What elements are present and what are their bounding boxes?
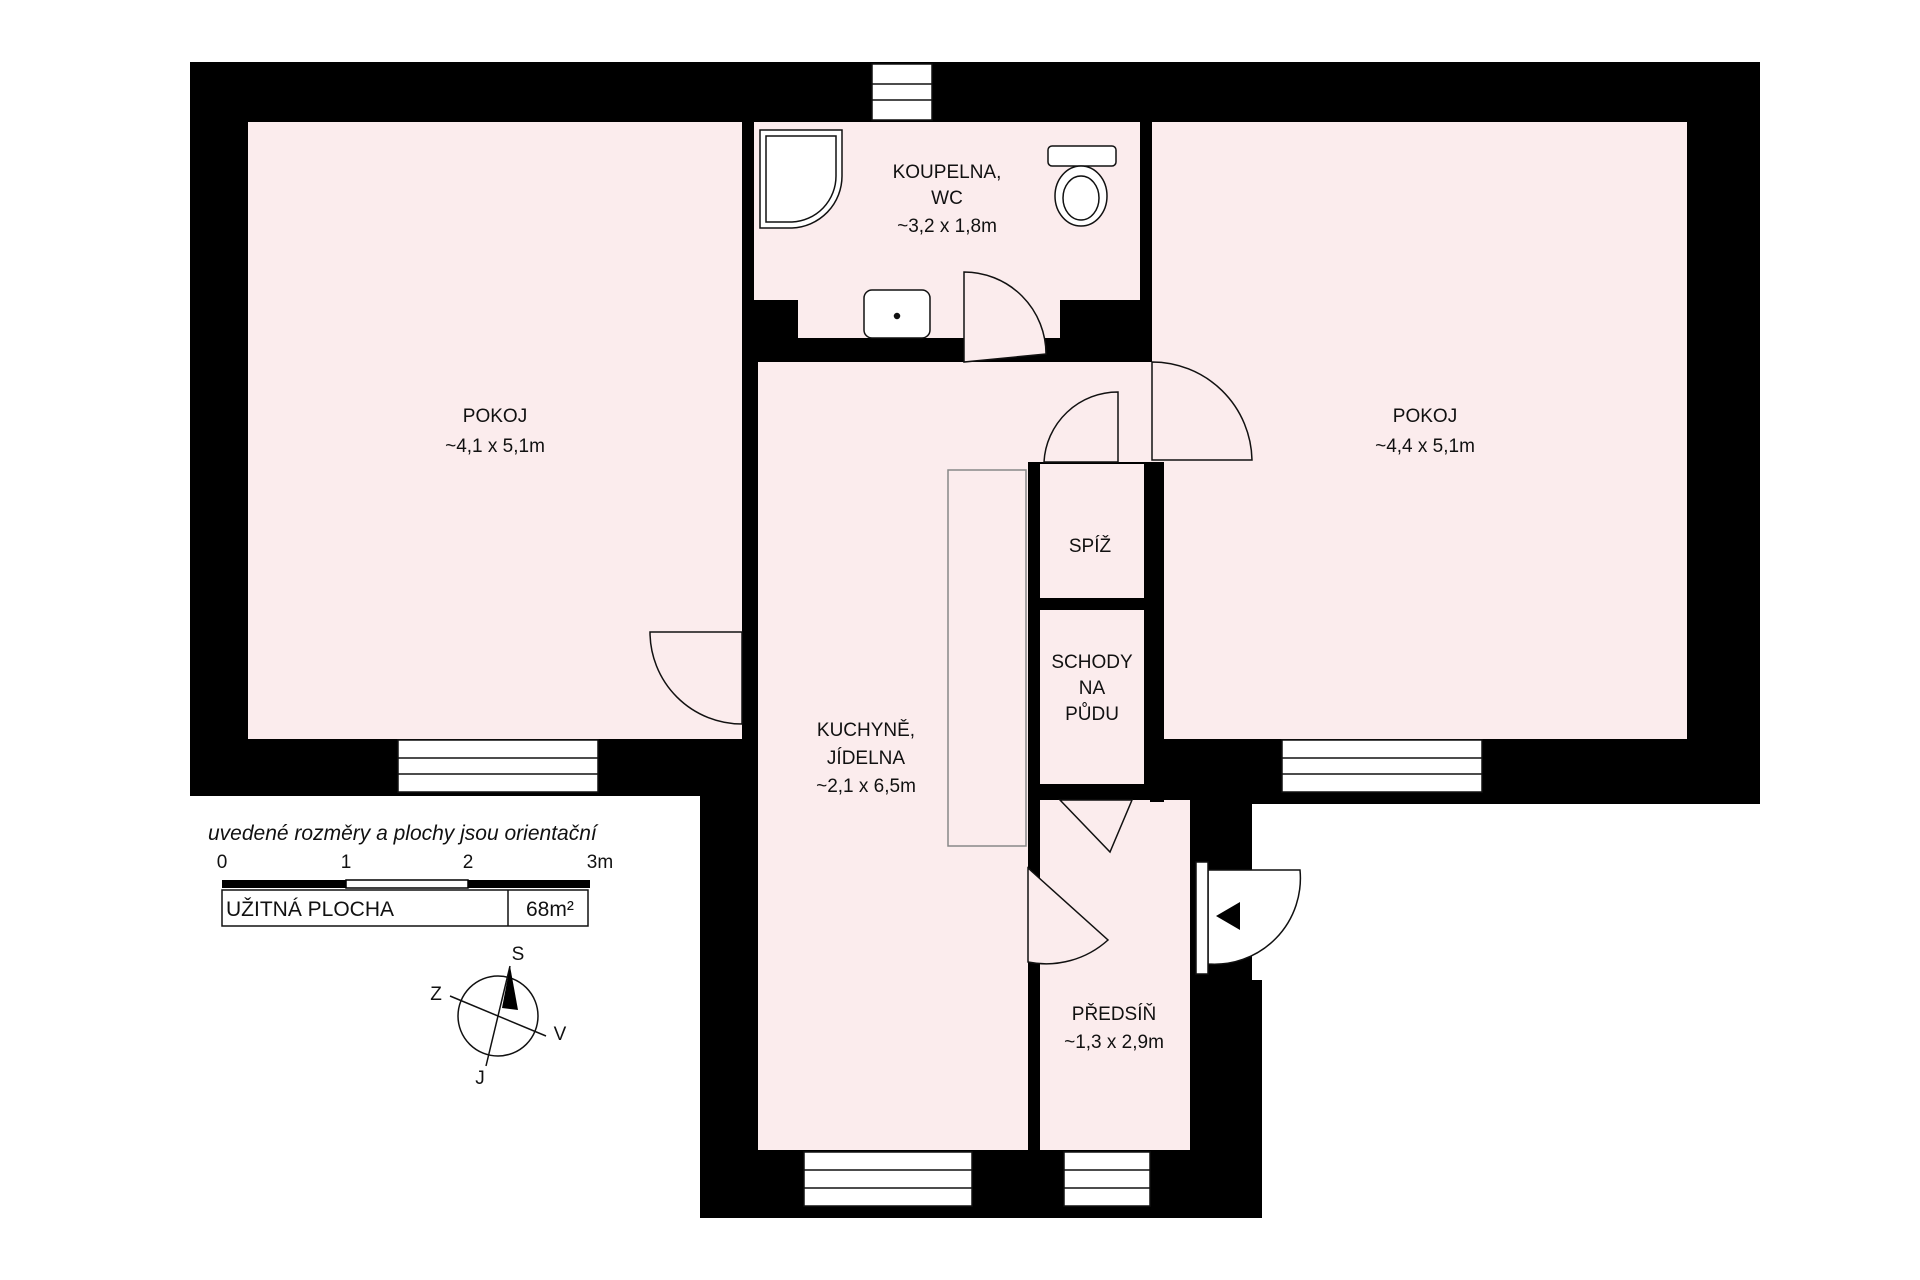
room-right-size: ~4,4 x 5,1m: [1375, 436, 1475, 457]
door-bathroom: [963, 271, 1047, 363]
compass-needle-icon: [502, 966, 518, 1010]
bathroom-size: ~3,2 x 1,8m: [897, 216, 997, 237]
door-room-left: [649, 631, 743, 725]
scale-tick-1: 1: [341, 852, 352, 873]
room-left-name: POKOJ: [463, 406, 527, 427]
toilet-icon: [1047, 145, 1117, 227]
kitchen-name-line1: KUCHYNĚ,: [817, 719, 915, 741]
room-right-name: POKOJ: [1393, 406, 1457, 427]
compass-east: V: [554, 1024, 567, 1045]
bathroom-name-line2: WC: [931, 188, 963, 209]
entrance-arrow-icon: [1216, 902, 1240, 930]
scale-tick-3: 3m: [587, 852, 613, 873]
stairs-line1: SCHODY: [1051, 652, 1133, 673]
hall-floor: [1040, 800, 1190, 1150]
room-left-size: ~4,1 x 5,1m: [445, 436, 545, 457]
kitchen-name-line2: JÍDELNA: [827, 748, 905, 769]
kitchen-size: ~2,1 x 6,5m: [816, 776, 916, 797]
kitchen-counter: [947, 469, 1027, 847]
bathroom-name-line1: KOUPELNA,: [893, 162, 1002, 183]
sink-icon: [863, 289, 931, 339]
shower-icon: [759, 129, 843, 229]
stairs-line3: PŮDU: [1065, 703, 1119, 725]
scale-tick-0: 0: [217, 852, 228, 873]
interior-walls: [742, 122, 1190, 1152]
legend: uvedené rozměry a plochy jsou orientační…: [208, 822, 613, 927]
compass-south: J: [475, 1068, 485, 1089]
compass-west: Z: [430, 984, 442, 1005]
compass-north: S: [512, 944, 525, 965]
pantry-floor: [1040, 464, 1144, 598]
hall-name: PŘEDSÍŇ: [1072, 1003, 1156, 1025]
window-kitchen: [803, 1151, 973, 1207]
scale-bar: 0 1 2 3m: [217, 852, 613, 889]
door-entrance: [1207, 869, 1302, 965]
area-label: UŽITNÁ PLOCHA: [226, 898, 394, 921]
room-labels: POKOJ ~4,1 x 5,1m KOUPELNA, WC ~3,2 x 1,…: [445, 162, 1475, 1053]
door-room-right: [1151, 361, 1253, 461]
bathroom-fixtures: [759, 129, 1117, 339]
scale-tick-2: 2: [463, 852, 474, 873]
stairs-line2: NA: [1079, 678, 1106, 699]
area-box: UŽITNÁ PLOCHA 68m²: [221, 889, 589, 927]
window-room-right: [1281, 739, 1483, 793]
stairs-floor: [1040, 610, 1144, 784]
pantry-name: SPÍŽ: [1069, 535, 1112, 557]
windows: [397, 63, 1483, 1207]
compass: S V J Z: [430, 944, 566, 1089]
window-bathroom-top: [871, 63, 933, 121]
door-entrance-frame: [1195, 861, 1240, 975]
doors: [649, 271, 1302, 965]
window-room-left: [397, 739, 599, 793]
door-stairs: [1058, 799, 1134, 854]
area-value: 68m²: [526, 898, 574, 921]
hall-size: ~1,3 x 2,9m: [1064, 1032, 1164, 1053]
window-hall: [1063, 1151, 1151, 1207]
door-pantry: [1043, 391, 1119, 463]
door-hall-to-kitchen: [1027, 866, 1110, 965]
dimensions-note: uvedené rozměry a plochy jsou orientační: [208, 822, 599, 845]
